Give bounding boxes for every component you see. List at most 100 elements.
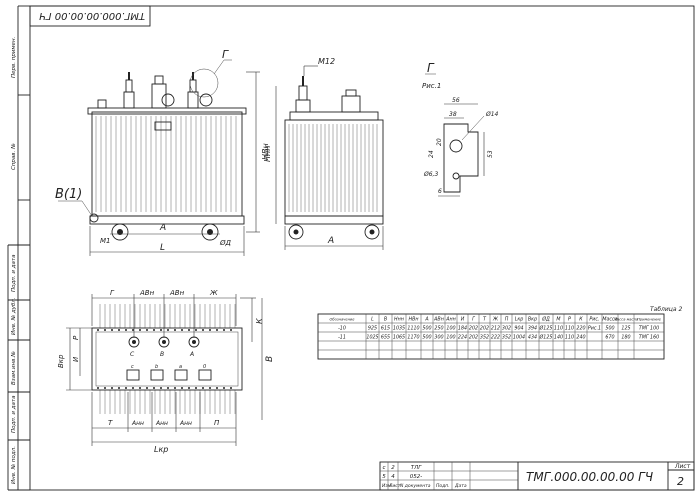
front-nameplate <box>154 121 172 131</box>
detail-hole-large <box>449 139 463 153</box>
table-cell: 212 <box>491 326 500 332</box>
front-base <box>89 215 245 225</box>
plan-dim-vkr: Вкр <box>57 354 65 368</box>
table-cell: 615 <box>381 326 390 332</box>
cover-bolt <box>146 387 148 389</box>
table-header-cell: Анн <box>445 317 456 323</box>
table-cell: 1004 <box>513 335 525 341</box>
cover-bolt <box>97 329 99 331</box>
table-cell: 240 <box>576 335 585 341</box>
hv-label-c: C <box>130 351 135 358</box>
table-header-cell: Lкр <box>515 317 524 323</box>
lv-bushing-0 <box>198 369 212 381</box>
table-cell: 250 <box>434 326 443 332</box>
side-label-2: Справ. № <box>11 143 17 170</box>
title-code: ТМГ.000.00.00.00 ГЧ <box>526 470 653 484</box>
plan-dim-p: П <box>214 419 220 427</box>
plan-dim-g: Г <box>110 289 115 297</box>
table-header-cell: Г <box>472 317 475 323</box>
plan-dim-ann-2: Анн <box>155 420 168 427</box>
table-cell: ТМГ 160 <box>639 335 659 341</box>
lv-bushing-b <box>150 369 164 381</box>
plan-dim-i: И <box>72 356 80 362</box>
cover-bolt <box>160 387 162 389</box>
detail-plate <box>443 123 479 193</box>
table-cell: 500 <box>422 335 431 341</box>
side-label-5: Взам.инв.№ <box>11 351 17 385</box>
lv-bushing-c <box>126 369 140 381</box>
table-cell: 302 <box>502 326 511 332</box>
table-header-cell: Ж <box>492 317 499 323</box>
plan-dim-avn-2: АВн <box>169 289 185 297</box>
detail-caption: Рис.1 <box>422 82 441 90</box>
side-view: М12 Ннн А <box>263 57 384 250</box>
cover-bolt <box>195 329 197 331</box>
table-caption: Таблица 2 <box>650 306 682 313</box>
detail-dim-53: 53 <box>487 150 494 158</box>
plan-dim-r: Р <box>72 335 80 340</box>
table-header-cell: НВн <box>408 317 418 323</box>
table-cell: 222 <box>491 335 500 341</box>
table-cell: 1170 <box>407 335 419 341</box>
table-header-cell: А <box>424 317 428 323</box>
table-cell: 202 <box>469 326 478 332</box>
cover-bolt <box>230 329 232 331</box>
detail-dim-d63: Ø6,3 <box>423 171 438 178</box>
table-header-cell: Масса <box>602 317 617 323</box>
cover-bolt <box>174 329 176 331</box>
table-cell: 220 <box>576 326 585 332</box>
front-cover <box>87 107 247 115</box>
plan-tank <box>91 327 243 391</box>
table-header-cell: М <box>556 317 561 323</box>
table-header-cell: И <box>461 317 465 323</box>
detail-title: Г <box>427 61 435 75</box>
table-header-cell: Обозначение <box>330 318 356 322</box>
revision-cell: 4 <box>391 474 395 480</box>
table-cell: 180 <box>621 335 630 341</box>
cover-bolt <box>160 329 162 331</box>
table-cell: Ø125 <box>539 334 553 341</box>
cover-bolt <box>216 329 218 331</box>
side-label-4: Инв. № дубл. <box>11 297 17 335</box>
side-label-7: Инв. № подл. <box>11 446 17 484</box>
plan-dim-ann-1: Анн <box>131 420 144 427</box>
rev-head-doc: N документа <box>400 483 431 489</box>
cover-bolt <box>202 329 204 331</box>
table-cell: 1025 <box>366 335 378 341</box>
detail-dim-24: 24 <box>428 150 435 158</box>
cover-bolt <box>181 329 183 331</box>
lv-label-b: b <box>155 364 158 370</box>
sheet-frame <box>29 5 695 491</box>
table-header-cell: Т <box>483 317 487 323</box>
corner-code-box <box>29 5 151 27</box>
table-cell: 670 <box>605 335 614 341</box>
table-cell: 352 <box>502 335 511 341</box>
table-cell: 925 <box>368 326 377 332</box>
cover-bolt <box>195 387 197 389</box>
cover-bolt <box>111 329 113 331</box>
cover-bolt <box>146 329 148 331</box>
table-cell: -11 <box>338 335 346 341</box>
table-header-cell: АВн <box>433 317 444 323</box>
detail-g: Г Рис.1 56 38 20 24 53 Ø14 Ø6,3 6 <box>422 61 499 197</box>
callout-b: В(1) <box>55 187 82 202</box>
table-cell: 110 <box>565 326 574 332</box>
plan-dim-k: К <box>255 318 264 324</box>
table-header-cell: Рис. <box>589 317 599 323</box>
table-cell: Рис.1 <box>588 326 601 332</box>
table-cell: ТМГ 100 <box>639 326 659 332</box>
table-cell: 202 <box>480 326 489 332</box>
table-header-cell: Р <box>568 317 571 323</box>
front-wheel-right <box>201 223 219 241</box>
cover-bolt <box>188 387 190 389</box>
corner-code: ТМГ.000.00.00.00 ГЧ <box>39 10 145 21</box>
revision-cell: с <box>382 465 385 471</box>
rev-head-list: Лист <box>388 483 401 489</box>
side-label-6: Подп. и дата <box>11 395 17 433</box>
table-cell: 500 <box>422 326 431 332</box>
table-header-cell: L <box>371 317 374 323</box>
side-dim-hnn: Ннн <box>263 146 272 162</box>
